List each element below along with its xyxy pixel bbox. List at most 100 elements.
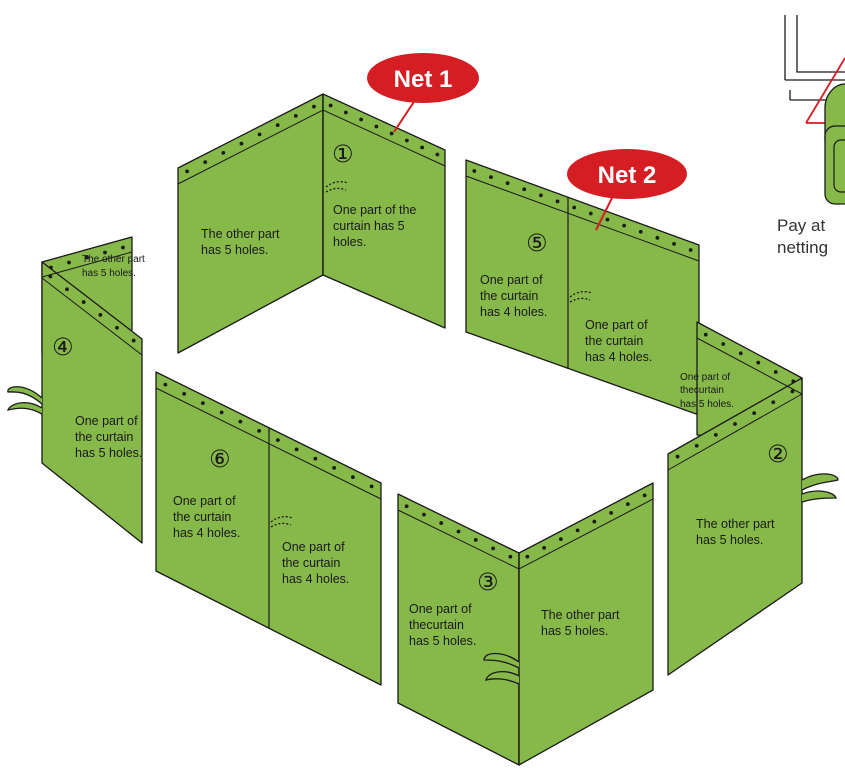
grommet-hole bbox=[675, 454, 680, 459]
net-2-label: Net 2 bbox=[598, 162, 657, 189]
grommet-hole bbox=[672, 241, 676, 246]
grommet-hole bbox=[489, 175, 493, 180]
panel-3-handle-icon bbox=[483, 652, 520, 685]
grommet-hole bbox=[275, 123, 280, 128]
grommet-hole bbox=[121, 245, 125, 250]
grommet-hole bbox=[257, 132, 262, 137]
grommet-hole bbox=[359, 117, 364, 122]
grommet-hole bbox=[508, 554, 513, 559]
note-line-2: netting bbox=[777, 238, 828, 257]
grommet-hole bbox=[182, 391, 187, 396]
grommet-hole bbox=[505, 181, 510, 186]
grommet-hole bbox=[275, 438, 280, 443]
panel-1 bbox=[177, 93, 446, 354]
grommet-hole bbox=[219, 410, 224, 415]
grommet-hole bbox=[332, 465, 337, 470]
panel-2-top-band bbox=[696, 337, 803, 395]
grommet-hole bbox=[257, 428, 262, 433]
grommet-hole bbox=[85, 255, 89, 260]
panel-6 bbox=[155, 371, 382, 686]
grommet-hole bbox=[456, 529, 461, 534]
grommet-hole bbox=[642, 493, 647, 498]
panel-5-face bbox=[465, 159, 700, 416]
grommet-hole bbox=[103, 250, 107, 255]
net-1-label: Net 1 bbox=[394, 66, 453, 93]
grommet-hole bbox=[491, 546, 495, 551]
panel-5 bbox=[465, 159, 700, 416]
grommet-hole bbox=[791, 379, 796, 384]
panel-2-handle-icon bbox=[801, 473, 839, 503]
grommet-hole bbox=[688, 248, 693, 252]
grommet-hole bbox=[439, 521, 444, 525]
grommet-hole bbox=[713, 432, 718, 437]
net-2-bubble bbox=[567, 149, 687, 199]
grommet-hole bbox=[343, 110, 348, 115]
grommet-hole bbox=[313, 456, 318, 461]
panel-1-tie-icon bbox=[325, 181, 349, 193]
note-line-1: Pay at bbox=[777, 216, 825, 235]
grommet-hole bbox=[694, 443, 699, 448]
warning-inset: Pay at netting bbox=[777, 15, 845, 257]
grommet-hole bbox=[558, 537, 563, 542]
number-5: ⑤ bbox=[526, 229, 548, 257]
grommet-hole bbox=[163, 382, 168, 387]
grommet-hole bbox=[404, 138, 409, 143]
grommet-hole bbox=[572, 205, 577, 210]
grommet-hole bbox=[435, 152, 440, 157]
callout-net-1: Net 1 bbox=[367, 53, 479, 133]
panel-4-holes bbox=[48, 245, 136, 343]
grommet-hole bbox=[525, 554, 530, 559]
number-6: ⑥ bbox=[209, 445, 231, 473]
grommet-hole bbox=[473, 538, 478, 542]
net-1-bubble bbox=[367, 53, 479, 103]
grommet-hole bbox=[592, 519, 597, 524]
panel-4-main-face bbox=[41, 261, 143, 544]
grommet-hole bbox=[703, 332, 708, 337]
grommet-hole bbox=[420, 145, 425, 150]
grommet-hole bbox=[48, 274, 53, 279]
grommet-hole bbox=[790, 389, 795, 394]
grommet-hole bbox=[374, 124, 379, 129]
grommet-hole bbox=[752, 411, 757, 416]
grommet-hole bbox=[200, 401, 205, 406]
grommet-hole bbox=[369, 484, 374, 489]
grommet-hole bbox=[81, 300, 86, 304]
panel-4-handle-icon bbox=[7, 386, 43, 415]
grommet-hole bbox=[49, 265, 53, 270]
grommet-hole bbox=[638, 229, 643, 234]
grommet-hole bbox=[115, 325, 119, 330]
grommet-hole bbox=[756, 360, 761, 365]
panel-5-top-band bbox=[465, 175, 700, 262]
grommet-hole bbox=[389, 131, 394, 136]
number-4: ④ bbox=[52, 333, 74, 361]
grommet-hole bbox=[293, 113, 298, 118]
grommet-hole bbox=[542, 545, 547, 550]
panel-2-main-face bbox=[667, 377, 803, 676]
panel-6-holes bbox=[163, 382, 374, 489]
grommet-hole bbox=[721, 342, 726, 346]
panel-1-holes bbox=[185, 103, 440, 174]
panel-4 bbox=[7, 236, 143, 544]
grommet-hole bbox=[773, 370, 778, 374]
grommet-hole bbox=[588, 211, 593, 216]
grommet-hole bbox=[609, 510, 614, 515]
grommet-hole bbox=[622, 223, 627, 228]
grommet-hole bbox=[555, 199, 560, 204]
panel-numbers: ① ② ③ ④ ⑤ ⑥ bbox=[52, 140, 789, 596]
panel-6-tie-icon bbox=[270, 516, 294, 528]
grommet-hole bbox=[238, 419, 243, 424]
grommet-hole bbox=[538, 193, 543, 198]
panel-2 bbox=[667, 321, 839, 676]
grommet-hole bbox=[522, 187, 527, 192]
grommet-hole bbox=[312, 104, 316, 109]
grommet-hole bbox=[98, 313, 103, 317]
